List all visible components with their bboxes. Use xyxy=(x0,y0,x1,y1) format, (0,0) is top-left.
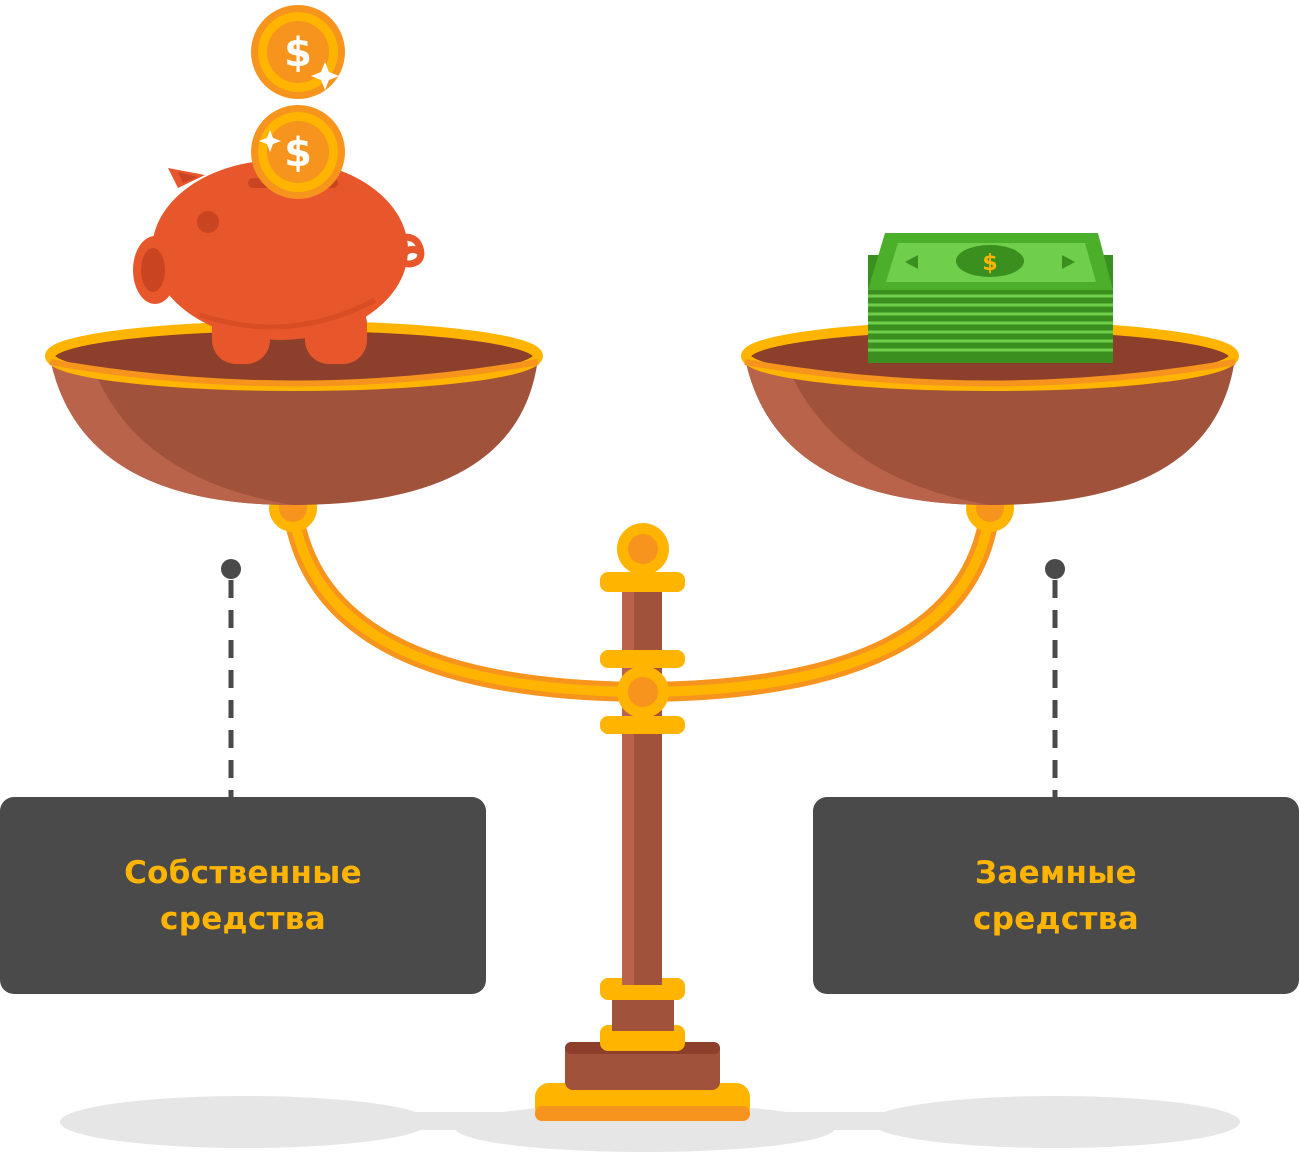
borrowed-funds-label-box: Заемные средства xyxy=(813,797,1299,994)
coin-symbol: $ xyxy=(284,130,312,176)
borrowed-funds-label-line1: Заемные xyxy=(975,854,1137,891)
coin-icon-bottom: $ xyxy=(251,105,345,199)
own-funds-label-line2: средства xyxy=(160,900,326,937)
own-funds-label-box: Собственные средства xyxy=(0,797,486,994)
coin-symbol: $ xyxy=(284,30,312,76)
bill-symbol: $ xyxy=(982,251,997,276)
coin-icon-top: $ xyxy=(251,5,345,99)
sparkle-icon xyxy=(259,62,339,152)
own-funds-label: Собственные средства xyxy=(124,850,362,942)
piggy-bank-icon xyxy=(133,160,425,364)
money-stack-icon: $ xyxy=(868,233,1113,363)
borrowed-funds-label-line2: средства xyxy=(973,900,1139,937)
own-funds-label-line1: Собственные xyxy=(124,854,362,891)
connector-left xyxy=(221,559,241,797)
bowl-left xyxy=(45,321,543,505)
connector-right xyxy=(1045,559,1065,797)
borrowed-funds-label: Заемные средства xyxy=(973,850,1139,942)
scale-stand xyxy=(535,523,750,1121)
